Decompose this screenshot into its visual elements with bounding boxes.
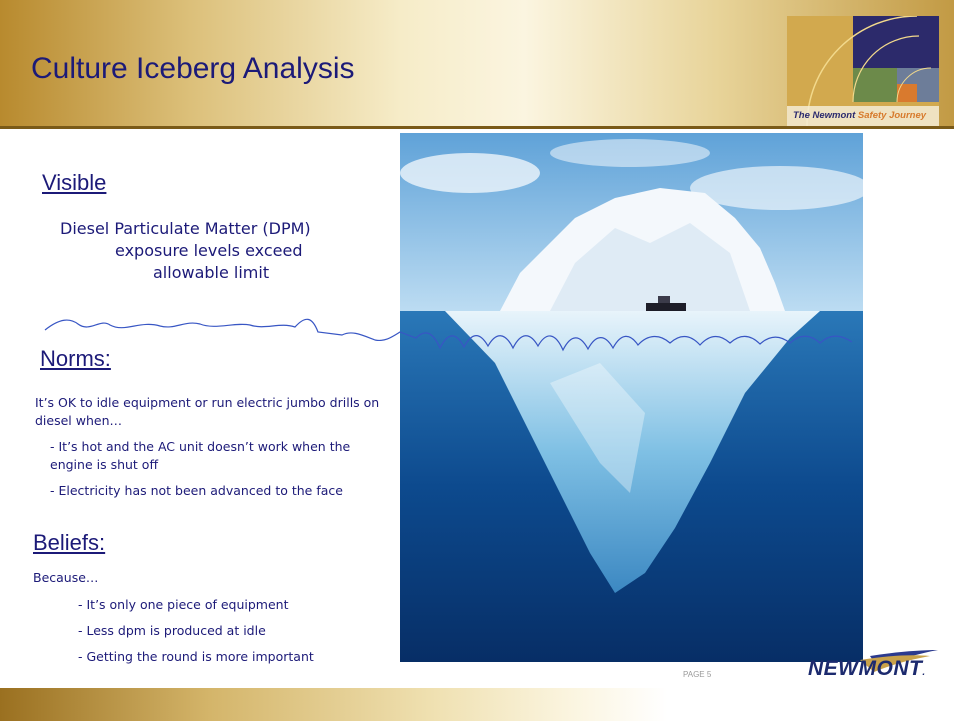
norms-item: - It’s hot and the AC unit doesn’t work … [50,439,351,472]
beliefs-panel [28,560,360,677]
newmont-wordmark: NEWMONT. [808,657,926,681]
norms-intro: It’s OK to idle equipment or run electri… [35,395,380,428]
newmont-logo-swoosh [860,650,938,672]
visible-line-2: exposure levels exceed [115,241,303,260]
newmont-wordmark-mark: . [922,667,926,678]
visible-line-1: Diesel Particulate Matter (DPM) [60,219,311,238]
logo-caption-journey: Safety Journey [857,110,927,121]
norms-list: It’s OK to idle equipment or run electri… [35,394,380,508]
header-divider [0,126,954,129]
footer-slant [765,688,954,721]
logo-caption: The Newmont Safety Journey [793,110,926,121]
visible-statement: Diesel Particulate Matter (DPM) exposure… [60,218,360,284]
norms-heading: Norms: [40,346,111,371]
logo-caption-company: The Newmont [793,110,858,121]
beliefs-lead: Because… [33,570,99,585]
visible-line-3: allowable limit [153,263,270,282]
safety-journey-logo [787,16,939,126]
newmont-wordmark-text: NEWMONT [808,657,923,680]
iceberg-illustration [400,133,863,662]
slide-title: Culture Iceberg Analysis [31,52,355,85]
beliefs-list: Because… - It’s only one piece of equipm… [33,570,363,675]
norms-item: - Electricity has not been advanced to t… [50,483,343,498]
beliefs-heading: Beliefs: [33,530,106,555]
beliefs-item: - Less dpm is produced at idle [78,623,266,638]
visible-heading: Visible [42,170,107,195]
beliefs-item: - Getting the round is more important [78,649,314,664]
page-number: PAGE 5 [683,670,712,679]
beliefs-item: - It’s only one piece of equipment [78,597,289,612]
